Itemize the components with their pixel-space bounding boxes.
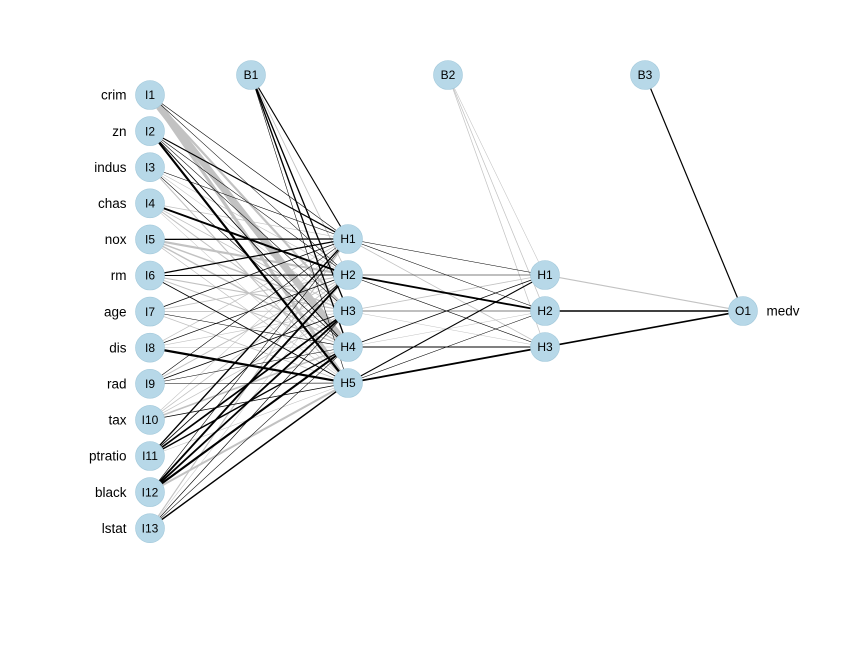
node-label-input-I7: I7 [145,305,155,319]
node-label-input-I13: I13 [142,521,159,535]
node-label-hidden1-H4: H4 [340,340,356,354]
input-var-label-chas: chas [98,196,127,211]
edge-L1H2-L2H2 [362,276,531,310]
node-input-I3 [135,152,165,182]
edge-I7-L1H1 [163,243,335,307]
node-label-hidden2-H1: H1 [537,268,553,282]
node-hidden2-H2 [530,296,560,326]
node-label-input-I5: I5 [145,233,155,247]
edge-I1-L1H1 [161,103,337,231]
node-hidden1-H1 [333,224,363,254]
node-label-output-O1: O1 [735,304,751,318]
edge-I9-L1H1 [161,247,337,376]
node-input-I11 [135,441,165,471]
node-bias-B2 [433,60,463,90]
edge-L1H5-L2H1 [360,281,533,377]
node-label-bias-B2: B2 [441,68,456,82]
node-hidden1-H2 [333,260,363,290]
node-input-I12 [135,477,165,507]
input-var-label-dis: dis [109,340,127,355]
edge-B1-L1H1 [257,87,342,227]
node-label-input-I3: I3 [145,160,155,174]
input-var-label-nox: nox [105,232,127,247]
node-input-I7 [135,296,165,327]
edge-I11-L1H1 [159,249,339,446]
node-label-input-I4: I4 [145,197,155,211]
edge-B3-O1 [650,88,738,298]
node-input-I8 [135,332,165,363]
node-bias-B1 [236,60,266,90]
input-var-label-lstat: lstat [102,521,127,536]
input-var-label-age: age [104,304,127,319]
node-bias-B3 [630,60,660,90]
node-label-hidden1-H2: H2 [340,268,356,282]
node-input-I10 [135,405,165,435]
node-label-hidden2-H2: H2 [537,304,553,318]
node-hidden1-H3 [333,296,363,326]
node-label-input-I11: I11 [142,449,158,463]
edge-B2-L2H2 [453,88,540,298]
node-label-input-I1: I1 [145,88,155,102]
node-hidden2-H3 [530,332,560,362]
node-input-I6 [135,260,165,291]
input-var-label-ptratio: ptratio [89,449,127,464]
edge-B1-L1H5 [255,88,344,370]
edge-I7-L1H4 [164,313,334,345]
node-label-hidden2-H3: H3 [537,340,553,354]
node-input-I5 [135,224,165,255]
input-var-label-indus: indus [94,160,127,175]
edge-I13-L1H3 [159,321,339,518]
edge-I13-L1H4 [160,356,338,519]
node-output-O1 [728,296,758,326]
edge-B1-L1H2 [256,87,343,263]
node-label-input-I9: I9 [145,377,155,391]
node-label-input-I2: I2 [145,124,155,138]
edge-I12-L1H3 [160,320,338,483]
edge-I3-L1H1 [163,171,335,235]
node-label-input-I10: I10 [142,413,159,427]
node-label-hidden1-H5: H5 [340,376,356,390]
node-label-input-I12: I12 [142,485,159,499]
edge-I2-L1H3 [160,140,338,302]
node-input-I9 [135,368,165,399]
node-input-I13 [135,513,165,544]
edge-L2H1-O1 [559,277,729,309]
node-label-hidden1-H3: H3 [340,304,356,318]
edge-I12-L1H2 [159,285,339,483]
node-label-bias-B3: B3 [638,68,653,82]
node-input-I1 [135,80,165,110]
input-var-label-black: black [95,485,127,500]
edge-I12-L1H1 [158,250,340,481]
edge-L1H5-L2H3 [362,348,531,382]
input-var-label-tax: tax [108,413,126,428]
edge-L1H5-L2H2 [361,315,532,379]
node-label-input-I6: I6 [145,269,155,283]
edge-I6-L1H1 [164,241,334,274]
node-label-bias-B1: B1 [244,68,259,82]
edge-I2-L1H1 [162,137,336,233]
edge-L2H3-O1 [559,312,729,346]
input-var-label-rm: rm [111,268,127,283]
input-var-label-zn: zn [112,124,126,139]
node-hidden2-H1 [530,260,560,290]
node-label-hidden1-H1: H1 [340,232,356,246]
edge-L1H1-L2H1 [362,241,531,273]
edge-B1-L1H4 [255,88,344,334]
input-var-label-rad: rad [107,377,127,392]
edge-B2-L2H1 [454,87,539,263]
edge-L1H4-L2H1 [361,279,532,343]
node-hidden1-H4 [333,332,363,362]
input-var-label-crim: crim [101,88,127,103]
node-hidden1-H5 [333,368,363,398]
output-var-label-medv: medv [767,304,800,319]
node-input-I4 [135,188,165,219]
edge-I13-L1H5 [161,390,337,521]
node-input-I2 [135,116,165,146]
node-label-input-I8: I8 [145,341,155,355]
edge-B2-L2H3 [452,88,541,334]
edge-B1-L1H3 [255,88,344,298]
edge-I8-L1H1 [162,245,336,342]
